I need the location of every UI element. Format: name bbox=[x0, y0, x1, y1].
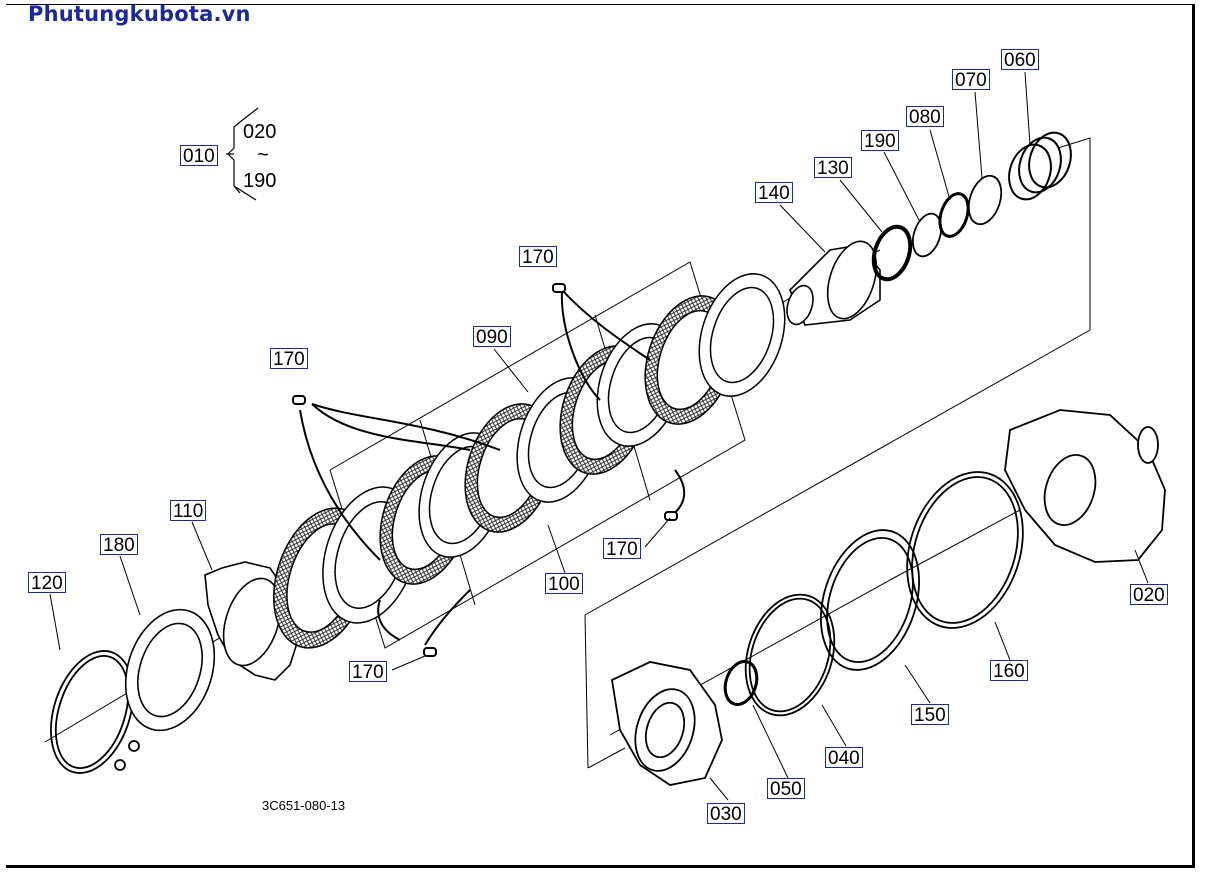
part-label-090[interactable]: 090 bbox=[473, 326, 511, 348]
part-small-rings bbox=[871, 131, 1072, 282]
part-label-160[interactable]: 160 bbox=[990, 660, 1028, 682]
part-170-springs bbox=[292, 283, 686, 657]
drawing-frame bbox=[6, 4, 1195, 868]
assembly-range-tilde: ~ bbox=[257, 144, 269, 166]
part-label-120[interactable]: 120 bbox=[28, 572, 66, 594]
part-label-140[interactable]: 140 bbox=[755, 182, 793, 204]
part-120-snap-ring bbox=[50, 650, 140, 774]
part-label-170-right[interactable]: 170 bbox=[603, 538, 641, 560]
assembly-range-to: 190 bbox=[243, 170, 277, 192]
part-180-washer bbox=[124, 608, 216, 732]
part-plate-pack bbox=[273, 273, 786, 649]
part-label-080[interactable]: 080 bbox=[906, 106, 944, 128]
drawing-code: 3C651-080-13 bbox=[262, 798, 346, 813]
part-label-170-bottom[interactable]: 170 bbox=[349, 661, 387, 683]
part-030-housing bbox=[611, 661, 723, 786]
part-label-150[interactable]: 150 bbox=[911, 704, 949, 726]
part-label-020[interactable]: 020 bbox=[1130, 584, 1168, 606]
part-label-040[interactable]: 040 bbox=[825, 747, 863, 769]
part-label-190[interactable]: 190 bbox=[861, 130, 899, 152]
part-label-060[interactable]: 060 bbox=[1001, 49, 1039, 71]
part-label-170-top[interactable]: 170 bbox=[519, 246, 557, 268]
part-right-rings bbox=[723, 471, 1024, 717]
part-label-170-left[interactable]: 170 bbox=[270, 348, 308, 370]
part-label-070[interactable]: 070 bbox=[952, 69, 990, 91]
part-140-hub bbox=[786, 240, 881, 326]
part-020-drum bbox=[1004, 409, 1166, 563]
part-label-180[interactable]: 180 bbox=[100, 534, 138, 556]
assembly-bracket bbox=[226, 107, 259, 201]
part-label-100[interactable]: 100 bbox=[545, 573, 583, 595]
site-name: Phutungkubota.vn bbox=[28, 2, 251, 26]
assembly-label[interactable]: 010 bbox=[180, 145, 218, 167]
leader-lines bbox=[49, 71, 1149, 801]
part-label-130[interactable]: 130 bbox=[814, 157, 852, 179]
part-label-050[interactable]: 050 bbox=[767, 778, 805, 800]
assembly-range-from: 020 bbox=[243, 121, 277, 143]
part-label-030[interactable]: 030 bbox=[707, 803, 745, 825]
part-label-110[interactable]: 110 bbox=[170, 500, 207, 522]
